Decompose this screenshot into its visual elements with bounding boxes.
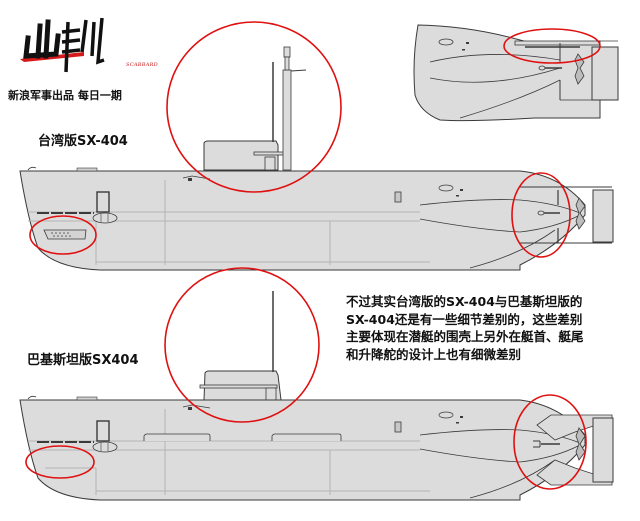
note-line: 不过其实台湾版的SX-404与巴基斯坦版的 [346, 294, 583, 309]
note-line: 和升降舵的设计上也有细微差别 [346, 346, 522, 362]
highlight-tw-stern [511, 172, 571, 258]
logo-subtitle: SCABBARD [126, 62, 158, 68]
explanation-note: 不过其实台湾版的SX-404与巴基斯坦版的 SX-404还是有一些细节差别的，这… [346, 293, 636, 363]
label-taiwan-sx404: 台湾版SX-404 [38, 134, 128, 149]
tagline: 新浪军事出品 每日一期 [8, 89, 122, 102]
highlight-top-stern [503, 28, 601, 64]
highlight-pk-stern [513, 394, 587, 490]
highlight-pk-bow [25, 445, 95, 479]
label-pakistan-sx404: 巴基斯坦版SX404 [27, 353, 139, 368]
note-line: SX-404还是有一些细节差别的，这些差别 [346, 311, 583, 327]
scabbard-logo [20, 17, 105, 73]
pakistan-sx404-hull [19, 291, 614, 501]
highlight-tw-sail [166, 21, 342, 193]
highlight-circles [25, 21, 601, 490]
top-stern-detail [413, 24, 619, 122]
taiwan-sx404-hull [19, 46, 614, 271]
note-line: 主要体现在潜艇的围壳上另外在艇首、艇尾 [346, 329, 584, 344]
highlight-pk-sail [164, 267, 320, 423]
highlight-tw-bow [29, 215, 97, 255]
